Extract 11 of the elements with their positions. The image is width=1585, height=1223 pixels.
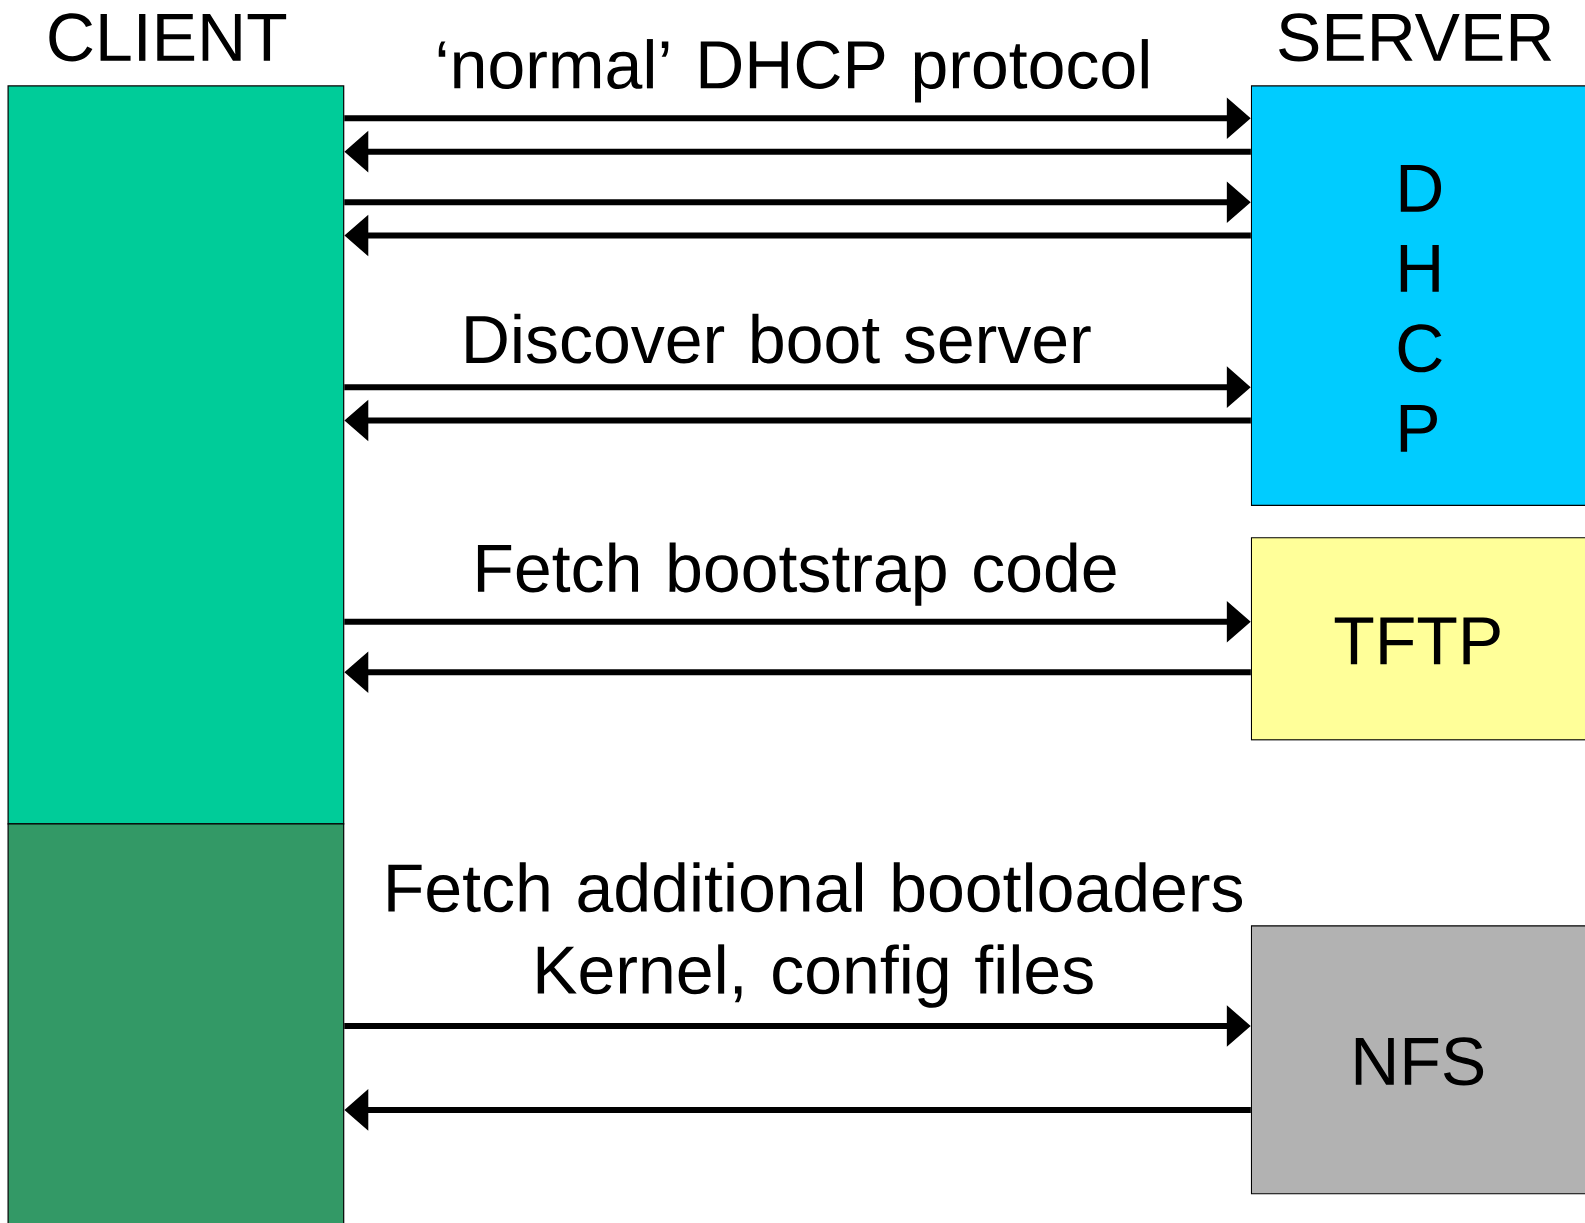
client-box (7, 823, 345, 1223)
edge-label: ‘normal’ DHCP protocol (438, 39, 1148, 103)
edge-label: Discover boot server (466, 313, 1091, 364)
edge-label: Fetch bootstrap code (477, 542, 1116, 606)
node-label: SERVER (1279, 13, 1552, 62)
edge-label: Fetch additional bootloaders Kernel, config files (388, 862, 1243, 1008)
server-box: SERVER D H C P (1250, 13, 1585, 506)
node-label: CLIENT (49, 13, 287, 62)
server-box: NFS (1250, 925, 1585, 1195)
client-box: CLIENT (7, 13, 345, 825)
server-box: TFTP (1250, 537, 1585, 741)
